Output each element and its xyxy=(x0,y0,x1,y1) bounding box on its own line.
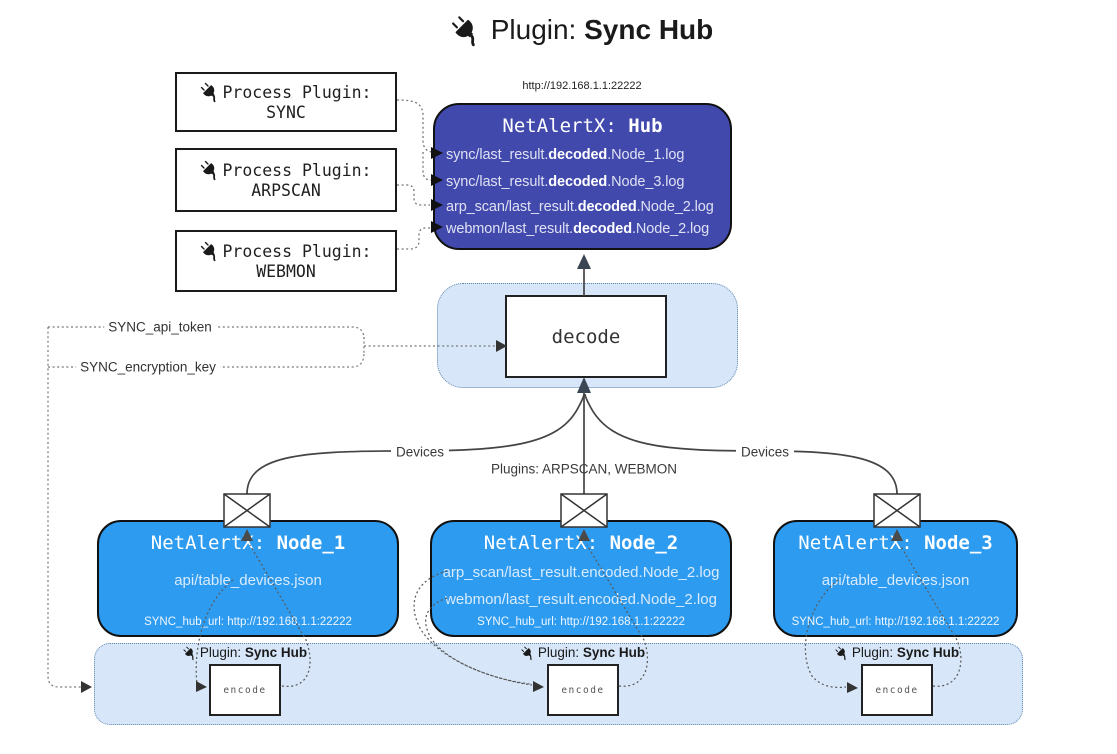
node-hub-url: SYNC_hub_url: http://192.168.1.1:22222 xyxy=(477,616,685,628)
hub-log-line: sync/last_result.decoded.Node_1.log xyxy=(446,147,684,163)
node-title-name: Node_3 xyxy=(924,532,993,554)
process-plugin-name: SYNC xyxy=(266,103,306,122)
log-pre: arp_scan/last_result. xyxy=(446,199,578,215)
encoder-label-2: Plugin: Sync Hub xyxy=(521,645,645,660)
hub-box: NetAlertX: Hub sync/last_result.decoded.… xyxy=(433,103,732,250)
sync-api-token-label: SYNC_api_token xyxy=(104,319,216,335)
log-pre: sync/last_result. xyxy=(446,174,549,190)
edge-webmon-to-hub xyxy=(397,227,430,250)
hub-title: NetAlertX: Hub xyxy=(435,115,730,137)
node-title-prefix: NetAlertX: xyxy=(483,532,610,554)
node-file: webmon/last_result.encoded.Node_2.log xyxy=(445,591,717,608)
log-bold: decoded xyxy=(577,199,637,215)
process-plugin-webmon: Process Plugin: WEBMON xyxy=(175,230,397,292)
log-bold: decoded xyxy=(548,174,608,190)
log-post: .Node_2.log xyxy=(631,221,710,237)
hub-log-line: sync/last_result.decoded.Node_3.log xyxy=(446,174,684,190)
node-1-box: NetAlertX: Node_1 api/table_devices.json… xyxy=(97,520,399,637)
log-pre: sync/last_result. xyxy=(446,147,549,163)
edge-sync-to-hub-line1 xyxy=(396,99,433,153)
edge-arpscan-to-hub xyxy=(397,184,430,206)
encoder-plugin-prefix: Plugin: xyxy=(199,645,245,660)
node-3-box: NetAlertX: Node_3 api/table_devices.json… xyxy=(773,520,1018,637)
log-post: .Node_3.log xyxy=(607,174,685,190)
plug-icon xyxy=(521,646,535,660)
encoder-label-text: Plugin: Sync Hub xyxy=(200,645,307,660)
decode-box: decode xyxy=(505,295,667,378)
encode-box-1: encode xyxy=(209,664,281,716)
log-post: .Node_2.log xyxy=(636,199,714,215)
arrowhead-into-strip xyxy=(81,681,92,693)
process-plugin-name: WEBMON xyxy=(256,262,316,281)
node-hub-url: SYNC_hub_url: http://192.168.1.1:22222 xyxy=(791,616,1000,628)
encoder-label-1: Plugin: Sync Hub xyxy=(183,645,307,660)
node-title-name: Node_2 xyxy=(609,532,679,554)
log-post: .Node_1.log xyxy=(607,147,685,163)
encoder-label-text: Plugin: Sync Hub xyxy=(852,645,959,660)
plugins-label-center: Plugins: ARPSCAN, WEBMON xyxy=(490,461,678,477)
process-plugin-label: Process Plugin: xyxy=(222,160,372,180)
edge-sync-to-hub-line2 xyxy=(422,152,432,181)
node-title: NetAlertX: Node_2 xyxy=(432,532,730,554)
devices-label-right: Devices xyxy=(735,443,795,461)
title-prefix: Plugin: xyxy=(490,14,585,45)
process-plugin-name: ARPSCAN xyxy=(251,181,321,200)
hub-log-line: arp_scan/last_result.decoded.Node_2.log xyxy=(446,199,714,215)
node-hub-url: SYNC_hub_url: http://192.168.1.1:22222 xyxy=(144,616,352,628)
process-plugin-label: Process Plugin: xyxy=(222,82,372,102)
plug-icon xyxy=(451,15,482,46)
node-title-name: Node_1 xyxy=(276,532,346,554)
page-title-text: Plugin: Sync Hub xyxy=(491,14,714,46)
plug-icon xyxy=(835,646,849,660)
encoder-plugin-prefix: Plugin: xyxy=(851,645,897,660)
encoder-plugin-name: Sync Hub xyxy=(244,645,308,660)
arrowhead-into-hub xyxy=(577,254,591,269)
encoder-plugin-prefix: Plugin: xyxy=(537,645,583,660)
node-title: NetAlertX: Node_1 xyxy=(99,532,397,554)
hub-url-label: http://192.168.1.1:22222 xyxy=(522,80,642,92)
log-bold: decoded xyxy=(573,221,632,237)
page-title: Plugin: Sync Hub xyxy=(451,14,714,46)
encoder-label-3: Plugin: Sync Hub xyxy=(835,645,959,660)
hub-log-line: webmon/last_result.decoded.Node_2.log xyxy=(446,221,709,237)
node-file: api/table_devices.json xyxy=(821,572,970,589)
hub-title-prefix: NetAlertX: xyxy=(502,115,629,137)
encoder-plugin-name: Sync Hub xyxy=(896,645,960,660)
log-bold: decoded xyxy=(548,147,608,163)
sync-encryption-key-label: SYNC_encryption_key xyxy=(76,359,220,375)
node-file: api/table_devices.json xyxy=(174,572,322,589)
process-plugin-label: Process Plugin: xyxy=(222,241,372,261)
plug-icon xyxy=(200,241,220,261)
node-title: NetAlertX: Node_3 xyxy=(775,532,1016,554)
encoder-plugin-name: Sync Hub xyxy=(582,645,646,660)
title-name: Sync Hub xyxy=(584,14,714,45)
node-file: arp_scan/last_result.encoded.Node_2.log xyxy=(442,564,720,581)
plug-icon xyxy=(200,82,220,102)
encode-box-3: encode xyxy=(861,664,933,716)
encode-box-2: encode xyxy=(547,664,619,716)
edge-keys-to-strip xyxy=(47,327,82,688)
hub-title-name: Hub xyxy=(628,115,663,137)
process-plugin-sync: Process Plugin: SYNC xyxy=(175,72,397,132)
node-2-box: NetAlertX: Node_2 arp_scan/last_result.e… xyxy=(430,520,732,637)
encoder-label-text: Plugin: Sync Hub xyxy=(538,645,645,660)
log-pre: webmon/last_result. xyxy=(446,221,574,237)
devices-label-left: Devices xyxy=(390,443,450,461)
plug-icon xyxy=(183,646,197,660)
process-plugin-arpscan: Process Plugin: ARPSCAN xyxy=(175,148,397,212)
plug-icon xyxy=(200,160,220,180)
node-title-prefix: NetAlertX: xyxy=(798,532,925,554)
node-title-prefix: NetAlertX: xyxy=(150,532,277,554)
